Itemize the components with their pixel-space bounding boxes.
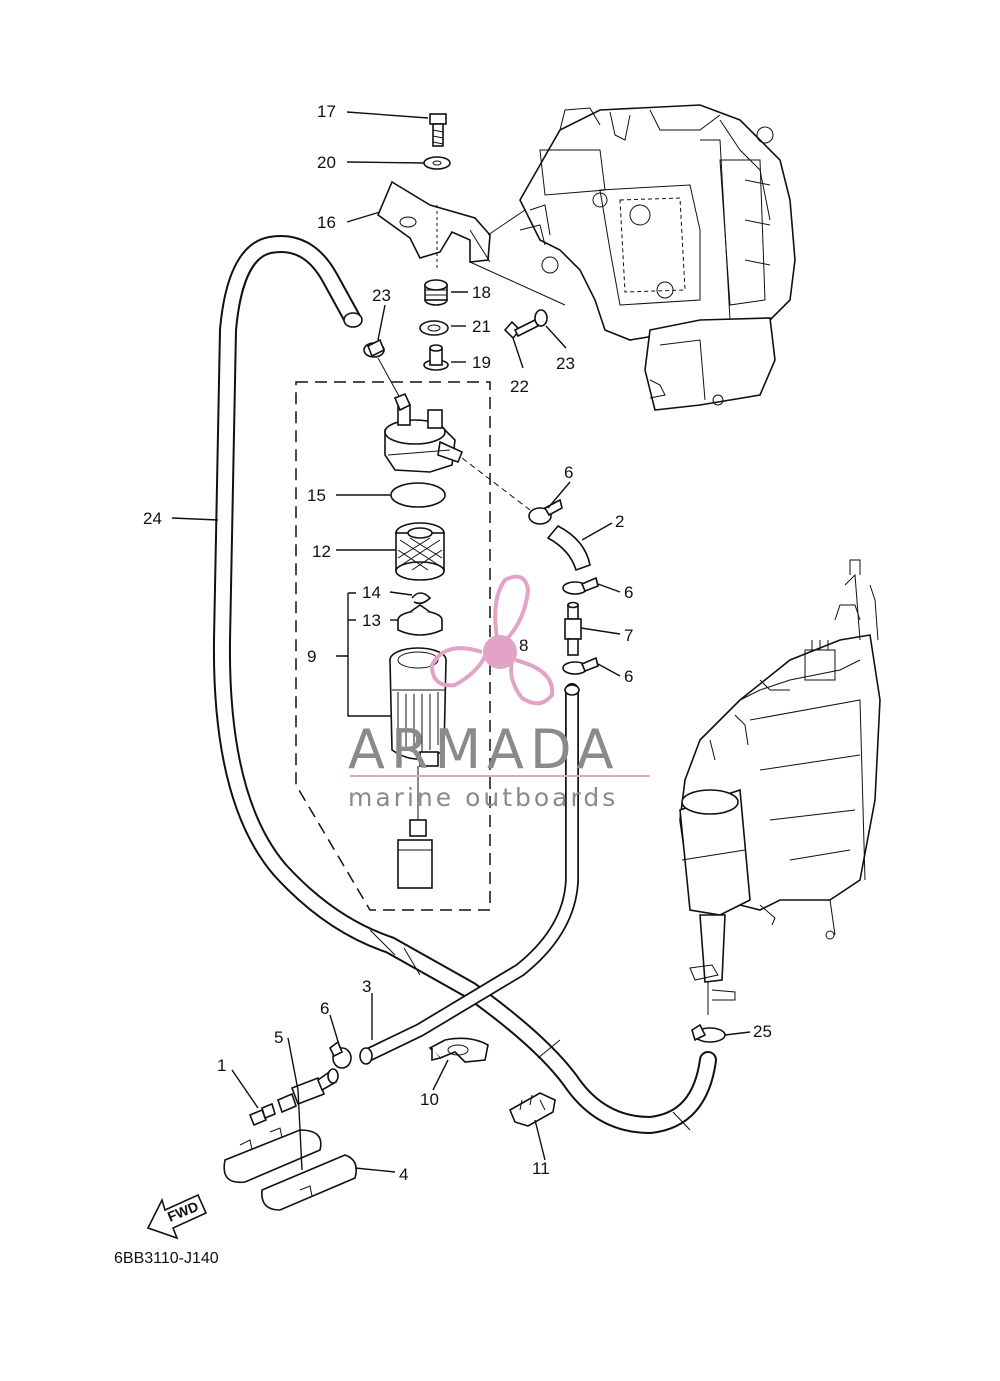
callout-23: 23 [372,286,391,305]
bracket-14-icon [377,180,491,263]
engine-block-illustration [519,104,796,411]
plug-1-icon [248,1102,276,1127]
o-ring-13-icon [390,482,446,508]
propeller-logo-icon [429,574,555,706]
callout-6: 6 [320,999,329,1018]
callout-24: 10 [420,1090,439,1109]
grommet-16-icon [424,279,448,306]
filter-assembly-outline [295,381,491,911]
hose-clip-6-icon [328,1040,352,1069]
callout-16: 18 [472,283,491,302]
hose-clip-6-icon [562,656,599,675]
callout-6: 6 [624,667,633,686]
leader-lines [171,111,751,1173]
callout-6: 6 [564,463,573,482]
callout-1: 1 [217,1056,226,1075]
callout-19: 21 [472,317,491,336]
callout-11: 13 [362,611,381,630]
forward-arrow-icon: FWD [146,1193,208,1240]
callout-15: 17 [317,102,336,121]
hose-clip-6-icon [562,576,599,595]
float-11-icon [397,604,443,636]
vapor-separator-illustration [679,559,881,1015]
bolt-20-icon [503,318,540,340]
callout-6: 6 [624,583,633,602]
callout-4: 4 [399,1165,408,1184]
callout-18: 20 [317,153,336,172]
callout-labels: 17 20 16 18 23 21 19 22 23 6 15 24 2 12 … [143,102,772,1184]
callout-3: 3 [362,977,371,996]
filter-cup-10-icon [389,647,447,889]
callout-14: 16 [317,213,336,232]
hose-clip-23-icon [691,1023,726,1043]
watermark-tagline: marine outboards [348,783,618,812]
callout-12: 14 [362,583,381,602]
clamp-24-icon [428,1037,489,1063]
washer-19-icon [419,320,449,336]
protector-4-icon [223,1127,358,1211]
callout-20: 22 [510,377,529,396]
clip-12-icon [411,592,432,605]
callout-23: 25 [753,1022,772,1041]
callout-7: 7 [624,626,633,645]
callout-22: 24 [143,509,162,528]
watermark-brand: ARMADA [348,718,620,781]
callout-10: 9 [307,647,316,666]
hose-clip-6-icon [528,498,563,525]
connector-7-icon [564,601,582,656]
callout-21: 23 [556,354,575,373]
callout-25: 11 [532,1159,550,1178]
callout-2: 2 [615,512,624,531]
filter-head-icon [384,392,531,511]
callout-8: 8 [519,636,528,655]
callout-5: 5 [274,1028,283,1047]
diagram-code: 6BB3110-J140 [114,1250,219,1267]
hose-clip-23-icon [363,338,386,358]
callout-13: 15 [307,486,326,505]
joint-5-icon [277,1068,339,1114]
bolt-15-icon [429,113,447,147]
clamp-25-icon [508,1092,556,1127]
elbow-hose-2-icon [546,524,591,572]
callout-9: 12 [312,542,331,561]
callout-17: 19 [472,353,491,372]
filter-element-9-icon [395,522,445,581]
washer-21-icon [534,309,548,327]
collar-17-icon [423,344,449,371]
washer-18-icon [423,156,451,170]
armada-watermark: ARMADA marine outboards [348,574,650,812]
